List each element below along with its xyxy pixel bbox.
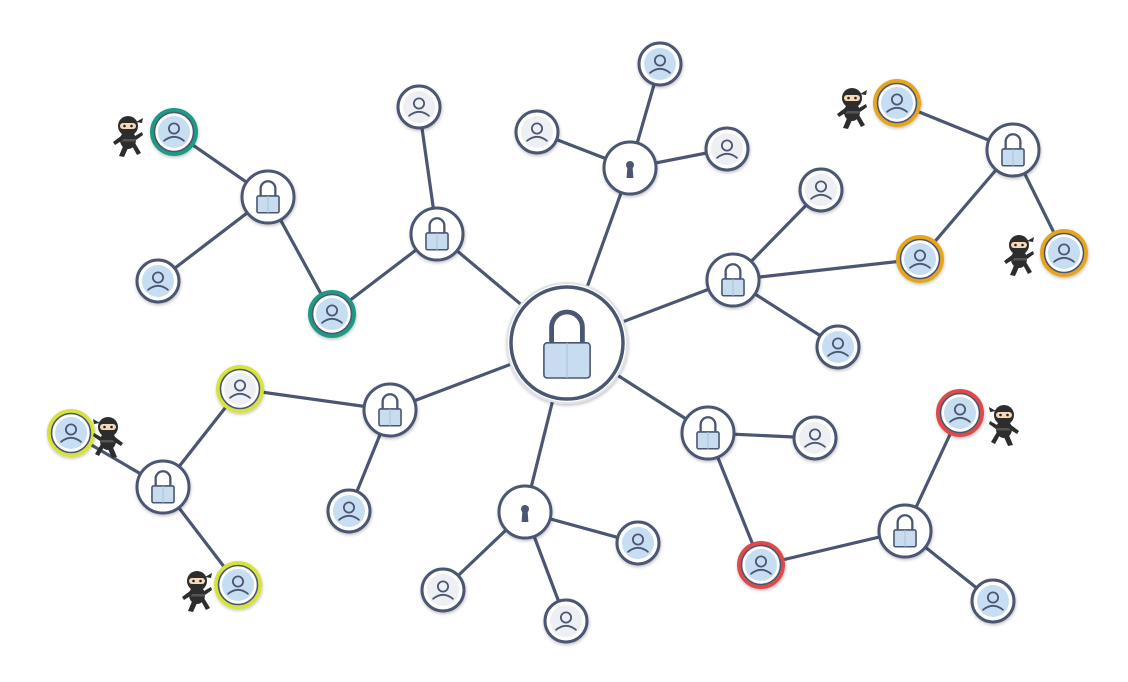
user-icon [944,397,976,429]
user-icon [881,87,913,119]
padlock-icon [151,470,175,504]
node-user-kb-right [615,520,661,566]
ninja-icon [113,116,143,157]
node-user-bl-yellow-bottom [214,561,262,609]
node-user-tl-bottom [135,258,181,304]
user-icon [805,174,837,206]
ninja-icon [989,405,1019,446]
padlock-icon [425,217,449,251]
padlock-icon [256,180,280,214]
padlock-icon [721,263,745,297]
padlock-icon [696,416,720,450]
node-lock-left [362,382,418,438]
node-user-tr-orange-right [1040,229,1088,277]
node-lock-upper-left [409,206,465,262]
user-icon [977,585,1009,617]
node-user-kh-right [704,126,750,172]
user-icon [550,605,582,637]
node-user-left-bottom [326,488,372,534]
padlock-icon [378,393,402,427]
user-icon [745,549,777,581]
ninja-icon [1004,235,1034,276]
node-lock-lower-right [680,405,736,461]
keyhole-icon [626,161,634,178]
ninja-icon [837,88,867,129]
ninja-icon [93,417,123,458]
user-icon [622,527,654,559]
node-user-red-mid [737,541,785,589]
node-keyhole-top [602,140,658,196]
node-user-br-bottom [970,578,1016,624]
node-user-mid-green [308,290,356,338]
node-user-right-orange [896,235,944,283]
node-user-kb-bottom [543,598,589,644]
user-icon [711,133,743,165]
keyhole-icon [521,505,529,522]
node-user-lr-right [792,415,838,461]
user-icon [822,331,854,363]
ninja-icon [182,571,212,612]
user-icon [222,569,254,601]
node-lock-right [705,252,761,308]
node-user-kb-left [420,567,466,613]
node-lock-tr [985,122,1041,178]
user-icon [142,265,174,297]
padlock-icon [543,309,591,379]
node-lock-tl [240,169,296,225]
user-icon [521,116,553,148]
node-lock-br [877,503,933,559]
user-icon [333,495,365,527]
nodes-layer [47,41,1088,644]
user-icon [427,574,459,606]
user-icon [158,116,190,148]
node-user-left-yellow [216,365,264,413]
node-user-right-top [798,167,844,213]
node-lock-bl [135,459,191,515]
padlock-icon [893,514,917,548]
node-user-red-top [936,389,984,437]
user-icon [1048,237,1080,269]
node-keyhole-bottom [497,484,553,540]
user-icon [904,243,936,275]
node-hub [506,282,628,404]
node-user-top-gray [396,84,442,130]
node-user-tl-green [150,108,198,156]
user-icon [403,91,435,123]
node-user-kh-left [514,109,560,155]
connection-line [731,257,922,282]
user-icon [55,417,87,449]
node-user-right-bottom [815,324,861,370]
user-icon [644,48,676,80]
intruders-layer [93,88,1034,612]
user-icon [224,373,256,405]
node-user-bl-yellow-left [47,409,95,457]
user-icon [316,298,348,330]
node-user-tr-orange-top [873,79,921,127]
user-icon [799,422,831,454]
node-user-kh-top [637,41,683,87]
padlock-icon [1001,133,1025,167]
